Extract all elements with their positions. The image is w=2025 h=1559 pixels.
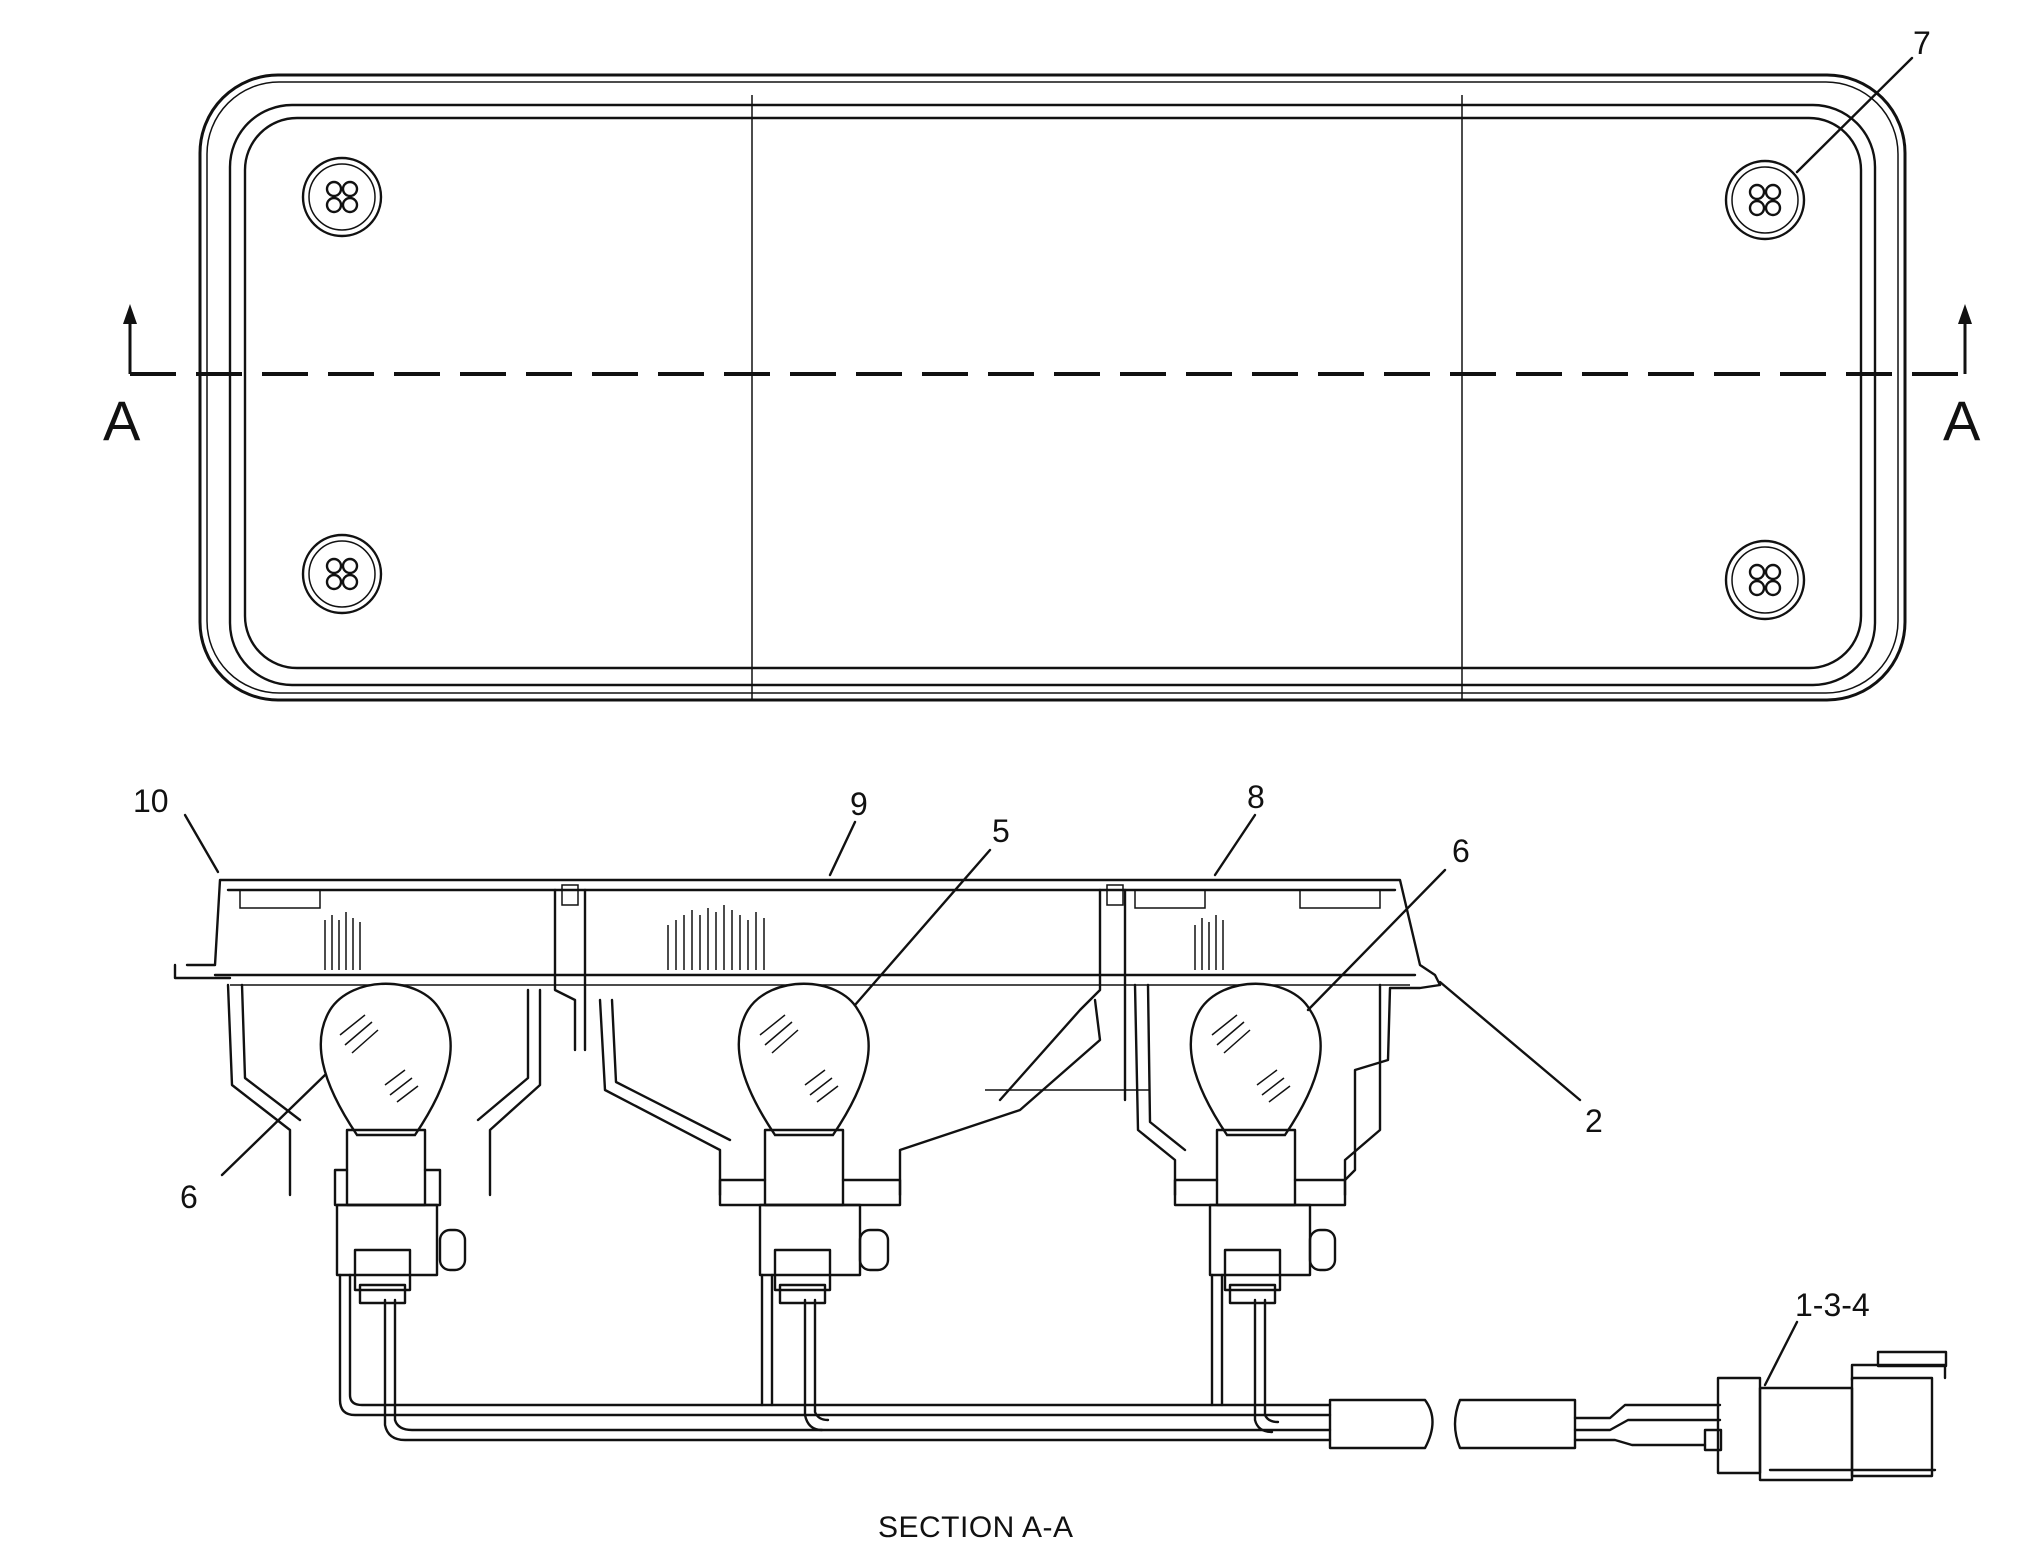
- callout-8: 8: [1247, 779, 1265, 815]
- callout-6-right: 6: [1452, 833, 1470, 869]
- section-marker-left: A: [103, 389, 141, 452]
- housing-outline: [185, 878, 1442, 1182]
- connector-wires: [1573, 1403, 1722, 1447]
- bulb-left: [319, 982, 467, 1305]
- hatch-left: [324, 912, 361, 970]
- phillips-head-icon: [325, 180, 359, 214]
- leader-line-7: [1795, 56, 1914, 174]
- wiring-harness: [338, 1273, 1332, 1442]
- lens-rib-2: [1134, 889, 1206, 909]
- screw-top-right: [1724, 159, 1806, 241]
- section-marker-right: A: [1943, 389, 1981, 452]
- leader-line-6-left: [220, 1073, 327, 1177]
- screw-top-left: [301, 156, 383, 238]
- screw-bottom-left: [301, 533, 383, 615]
- left-divider: [553, 888, 587, 1052]
- callout-10: 10: [133, 783, 169, 819]
- section-view: 10 9 8 5 6 6 2 1-3-4 SECTION A-A: [133, 779, 1948, 1544]
- top-view-lens-area: [243, 116, 1863, 670]
- divider-notch-left: [561, 884, 579, 906]
- section-arrow-right: [1958, 304, 1972, 374]
- screw-bottom-right: [1724, 539, 1806, 621]
- phillips-head-icon: [325, 557, 359, 591]
- top-view-outer-frame: [198, 73, 1907, 702]
- cable-sleeve: [1328, 1398, 1577, 1450]
- leader-line-6-right: [1306, 868, 1447, 1012]
- top-view: A A 7: [103, 25, 1981, 702]
- callout-7: 7: [1913, 25, 1931, 61]
- lens-rib-3: [1299, 889, 1381, 909]
- callout-5: 5: [992, 813, 1010, 849]
- reflector-right: [1133, 983, 1382, 1197]
- section-arrow-left: [123, 304, 137, 374]
- hatch-center: [667, 905, 765, 970]
- top-view-frame-rim: [206, 81, 1899, 694]
- phillips-head-icon: [1748, 183, 1782, 217]
- right-divider: [998, 888, 1127, 1102]
- bulb-center: [718, 982, 902, 1305]
- housing-left-edge: [173, 963, 232, 980]
- callout-1-3-4: 1-3-4: [1795, 1287, 1870, 1323]
- leader-line-5: [853, 848, 992, 1007]
- callout-9: 9: [850, 786, 868, 822]
- hatch-right: [1194, 915, 1224, 970]
- reflector-center: [598, 998, 1102, 1197]
- callout-6-left: 6: [180, 1179, 198, 1215]
- leader-line-1-3-4: [1763, 1320, 1799, 1387]
- divider-notch-right: [1106, 884, 1124, 906]
- section-caption: SECTION A-A: [878, 1511, 1074, 1544]
- leader-line-10: [183, 813, 220, 874]
- connector: [1703, 1350, 1948, 1482]
- callout-2: 2: [1585, 1103, 1603, 1139]
- leader-line-8: [1213, 813, 1257, 877]
- reflector-left: [226, 983, 542, 1197]
- lens-rib-1: [239, 889, 321, 909]
- leader-line-2: [1438, 980, 1582, 1102]
- phillips-head-icon: [1748, 563, 1782, 597]
- bulb-right: [1173, 982, 1347, 1305]
- leader-line-9: [828, 820, 857, 877]
- top-view-inner-frame: [228, 103, 1877, 687]
